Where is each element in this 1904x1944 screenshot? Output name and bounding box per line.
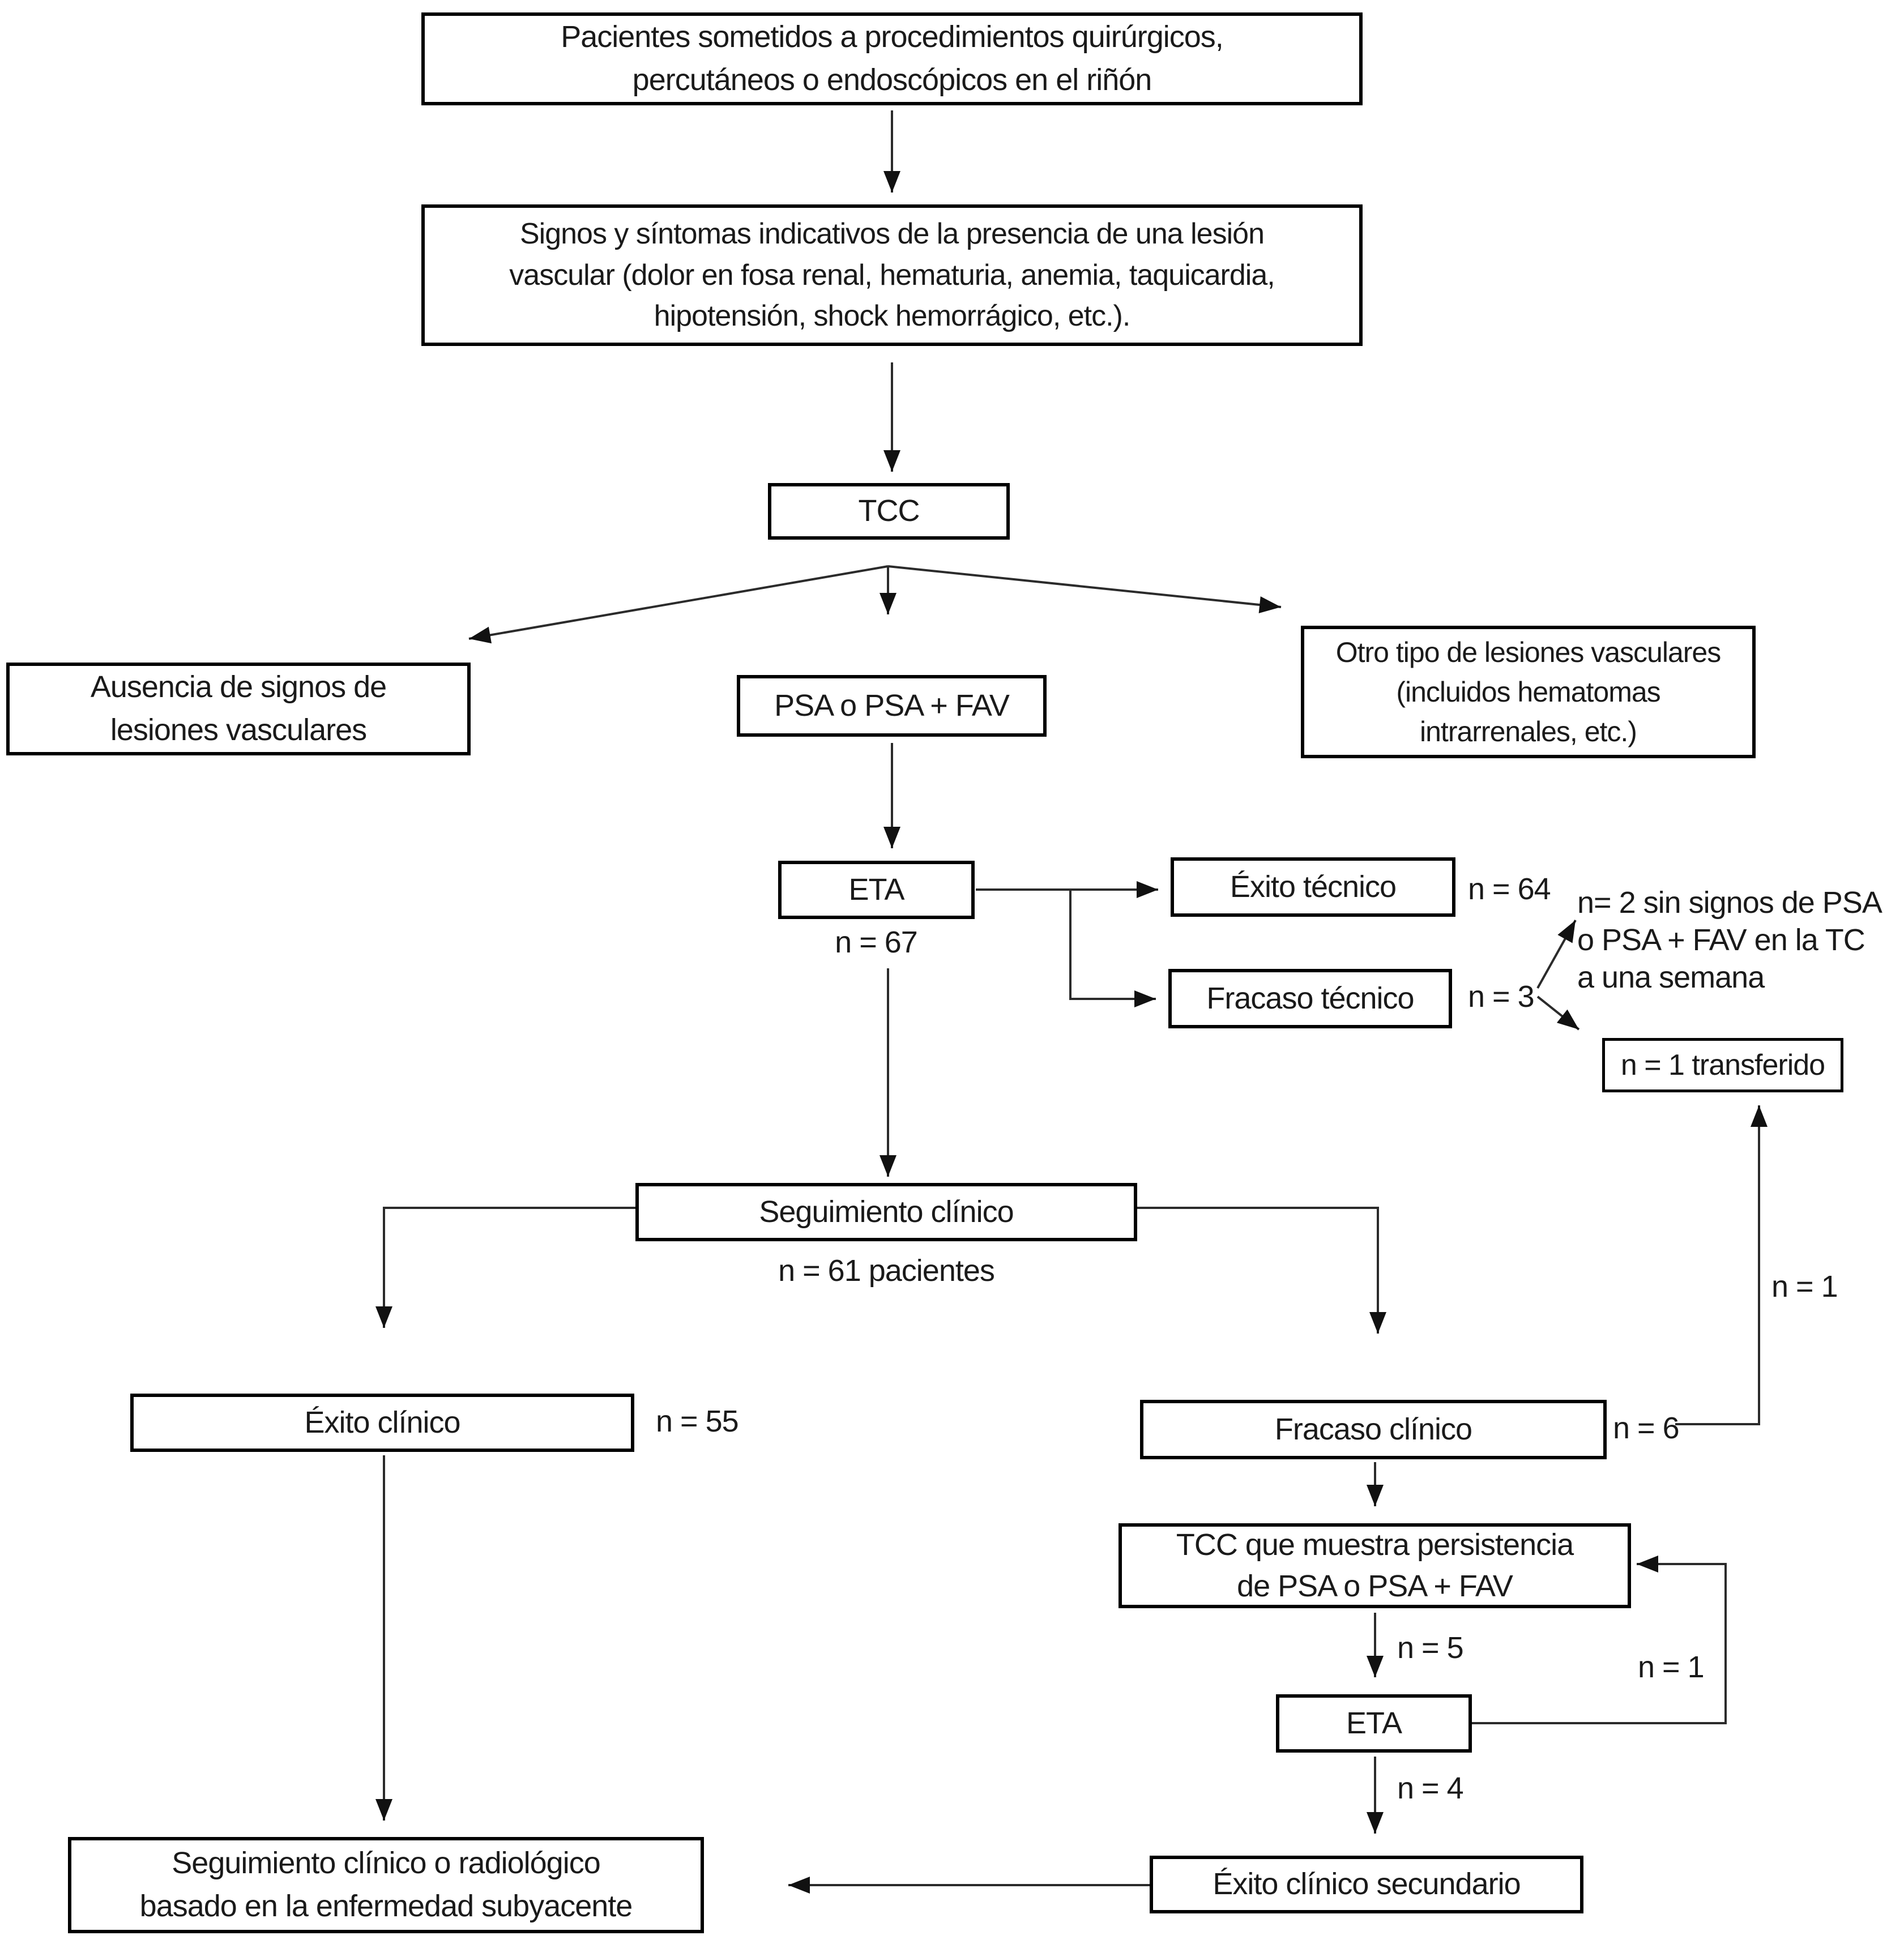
arrow-eta-fracaso-tecnico: [1069, 890, 1156, 1007]
node-seguimiento-clinico: Seguimiento clínico: [635, 1183, 1137, 1241]
label-n1-right: n = 1: [1771, 1270, 1838, 1304]
label-n4: n = 4: [1397, 1771, 1464, 1805]
arrow-n3-transferido: [1536, 996, 1580, 1031]
arrow-seguimiento-fracaso-clinico: [1137, 1207, 1386, 1334]
label-n55: n = 55: [656, 1404, 739, 1438]
label-n61-pacientes: n = 61 pacientes: [778, 1254, 995, 1288]
node-exito-clinico: Éxito clínico: [130, 1394, 634, 1452]
node-seguimiento-final: Seguimiento clínico o radiológico basado…: [68, 1837, 704, 1933]
node-eta-2: ETA: [1276, 1694, 1472, 1753]
label-sin-signos: n= 2 sin signos de PSA o PSA + FAV en la…: [1577, 886, 1882, 994]
node-tcc: TCC: [768, 483, 1010, 540]
node-transferido: n = 1 transferido: [1602, 1038, 1843, 1092]
node-tcc-persistencia: TCC que muestra persistencia de PSA o PS…: [1119, 1523, 1631, 1608]
label-n3: n = 3: [1468, 980, 1535, 1014]
node-otro-tipo-lesiones: Otro tipo de lesiones vasculares (inclui…: [1301, 626, 1756, 758]
arrow-seguimiento-exito-clinico: [375, 1207, 635, 1328]
arrow-tcc-ausencia: [468, 565, 889, 644]
node-exito-clinico-secundario: Éxito clínico secundario: [1150, 1856, 1583, 1913]
node-eta-1: ETA: [778, 861, 975, 919]
node-fracaso-clinico: Fracaso clínico: [1140, 1400, 1607, 1459]
node-signos-sintomas: Signos y síntomas indicativos de la pres…: [421, 204, 1363, 346]
node-pacientes: Pacientes sometidos a procedimientos qui…: [421, 12, 1363, 105]
node-fracaso-tecnico: Fracaso técnico: [1168, 969, 1452, 1028]
arrow-n6-transferido: [1675, 1105, 1768, 1425]
label-n5: n = 5: [1397, 1631, 1464, 1665]
arrow-n3-sin-signos: [1536, 920, 1577, 989]
node-ausencia-signos: Ausencia de signos de lesiones vasculare…: [6, 663, 471, 755]
arrow-eta2-loop-tcc-persistencia: [1472, 1556, 1727, 1724]
label-n6: n = 6: [1613, 1411, 1680, 1445]
arrow-tcc-otro: [887, 565, 1282, 613]
node-exito-tecnico: Éxito técnico: [1171, 857, 1455, 917]
node-psa-fav: PSA o PSA + FAV: [737, 675, 1047, 737]
label-n1-loop: n = 1: [1638, 1650, 1705, 1684]
label-n67: n = 67: [835, 925, 918, 959]
label-n64: n = 64: [1468, 872, 1551, 906]
